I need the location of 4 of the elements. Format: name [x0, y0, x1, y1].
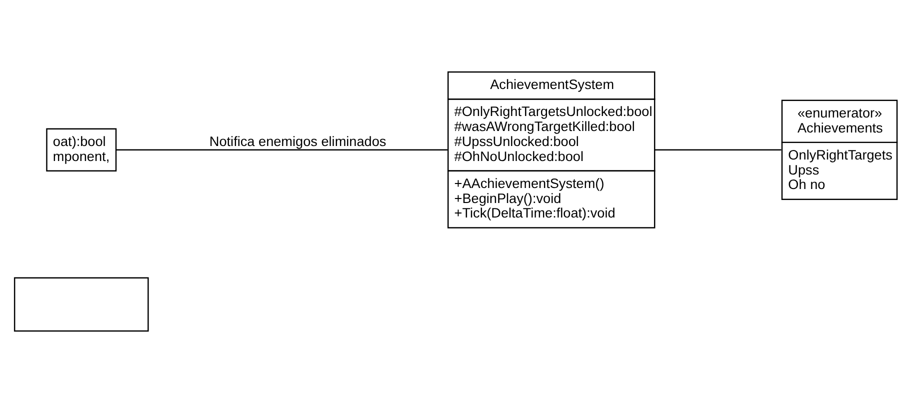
connector: [116, 148, 447, 150]
edge-label: Notifica enemigos eliminados: [208, 133, 386, 148]
node-box: [13, 276, 148, 332]
connector: [654, 148, 781, 150]
